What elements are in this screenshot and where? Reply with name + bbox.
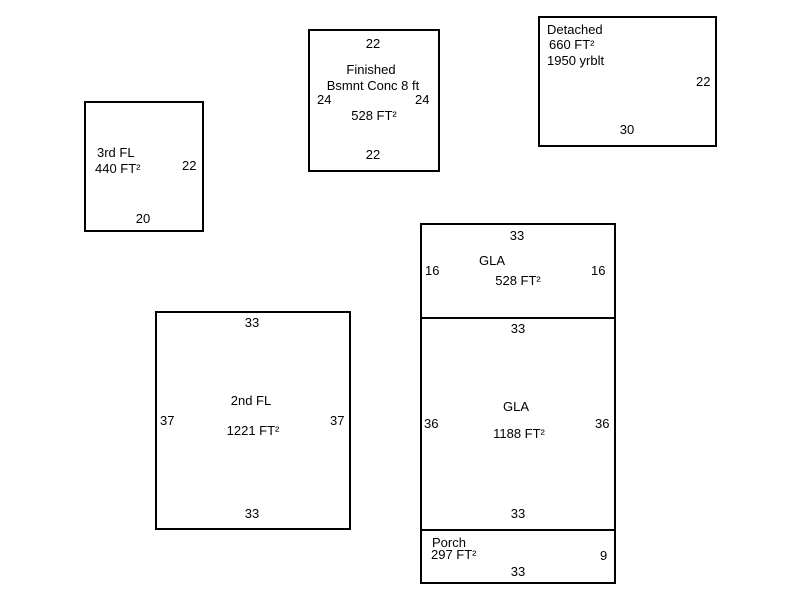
room-gla-main-dim-bottom: 33 [510,506,526,521]
room-3rd-fl-area: 440 FT² [95,161,141,176]
room-basement [308,29,440,172]
room-basement-dim-left: 24 [317,92,332,107]
room-gla-main-dim-top: 33 [510,321,526,336]
room-basement-dim-right: 24 [415,92,430,107]
room-detached-area: 660 FT² [549,37,595,52]
room-gla-main-dim-left: 36 [424,416,439,431]
room-gla-upper-dim-left: 16 [425,263,440,278]
room-basement-label2: Bsmnt Conc 8 ft [326,78,420,93]
room-basement-area: 528 FT² [351,108,397,123]
room-basement-label: Finished [346,62,396,77]
room-3rd-fl-dim-bottom: 20 [135,211,151,226]
room-3rd-fl [84,101,204,232]
room-gla-upper-area: 528 FT² [495,273,541,288]
room-porch-dim-bottom: 33 [510,564,526,579]
room-3rd-fl-label: 3rd FL [97,145,135,160]
room-gla-main [420,317,616,531]
room-porch [420,529,616,584]
room-detached-dim-bottom: 30 [619,122,635,137]
room-detached-dim-right: 22 [696,74,711,89]
room-2nd-fl-dim-right: 37 [330,413,345,428]
room-gla-main-area: 1188 FT² [493,426,545,441]
room-2nd-fl-dim-bottom: 33 [244,506,260,521]
room-porch-area: 297 FT² [431,547,477,562]
room-gla-upper-label: GLA [478,253,506,268]
room-2nd-fl-area: 1221 FT² [226,423,280,438]
room-detached [538,16,717,147]
room-porch-label: Porch [432,535,466,550]
room-gla-upper-dim-top: 33 [509,228,525,243]
room-gla-main-label: GLA [502,399,530,414]
room-2nd-fl-dim-top: 33 [244,315,260,330]
room-gla-main-dim-right: 36 [595,416,610,431]
room-basement-dim-bottom: 22 [365,147,381,162]
room-gla-upper [420,223,616,319]
room-gla-upper-dim-right: 16 [591,263,606,278]
room-detached-year: 1950 yrblt [547,53,605,68]
room-detached-label: Detached [547,22,603,37]
room-2nd-fl-label: 2nd FL [230,393,272,408]
room-porch-dim-right: 9 [600,548,608,563]
room-2nd-fl-dim-left: 37 [160,413,175,428]
room-basement-dim-top: 22 [365,36,381,51]
room-3rd-fl-dim-right: 22 [182,158,197,173]
room-2nd-fl [155,311,351,530]
